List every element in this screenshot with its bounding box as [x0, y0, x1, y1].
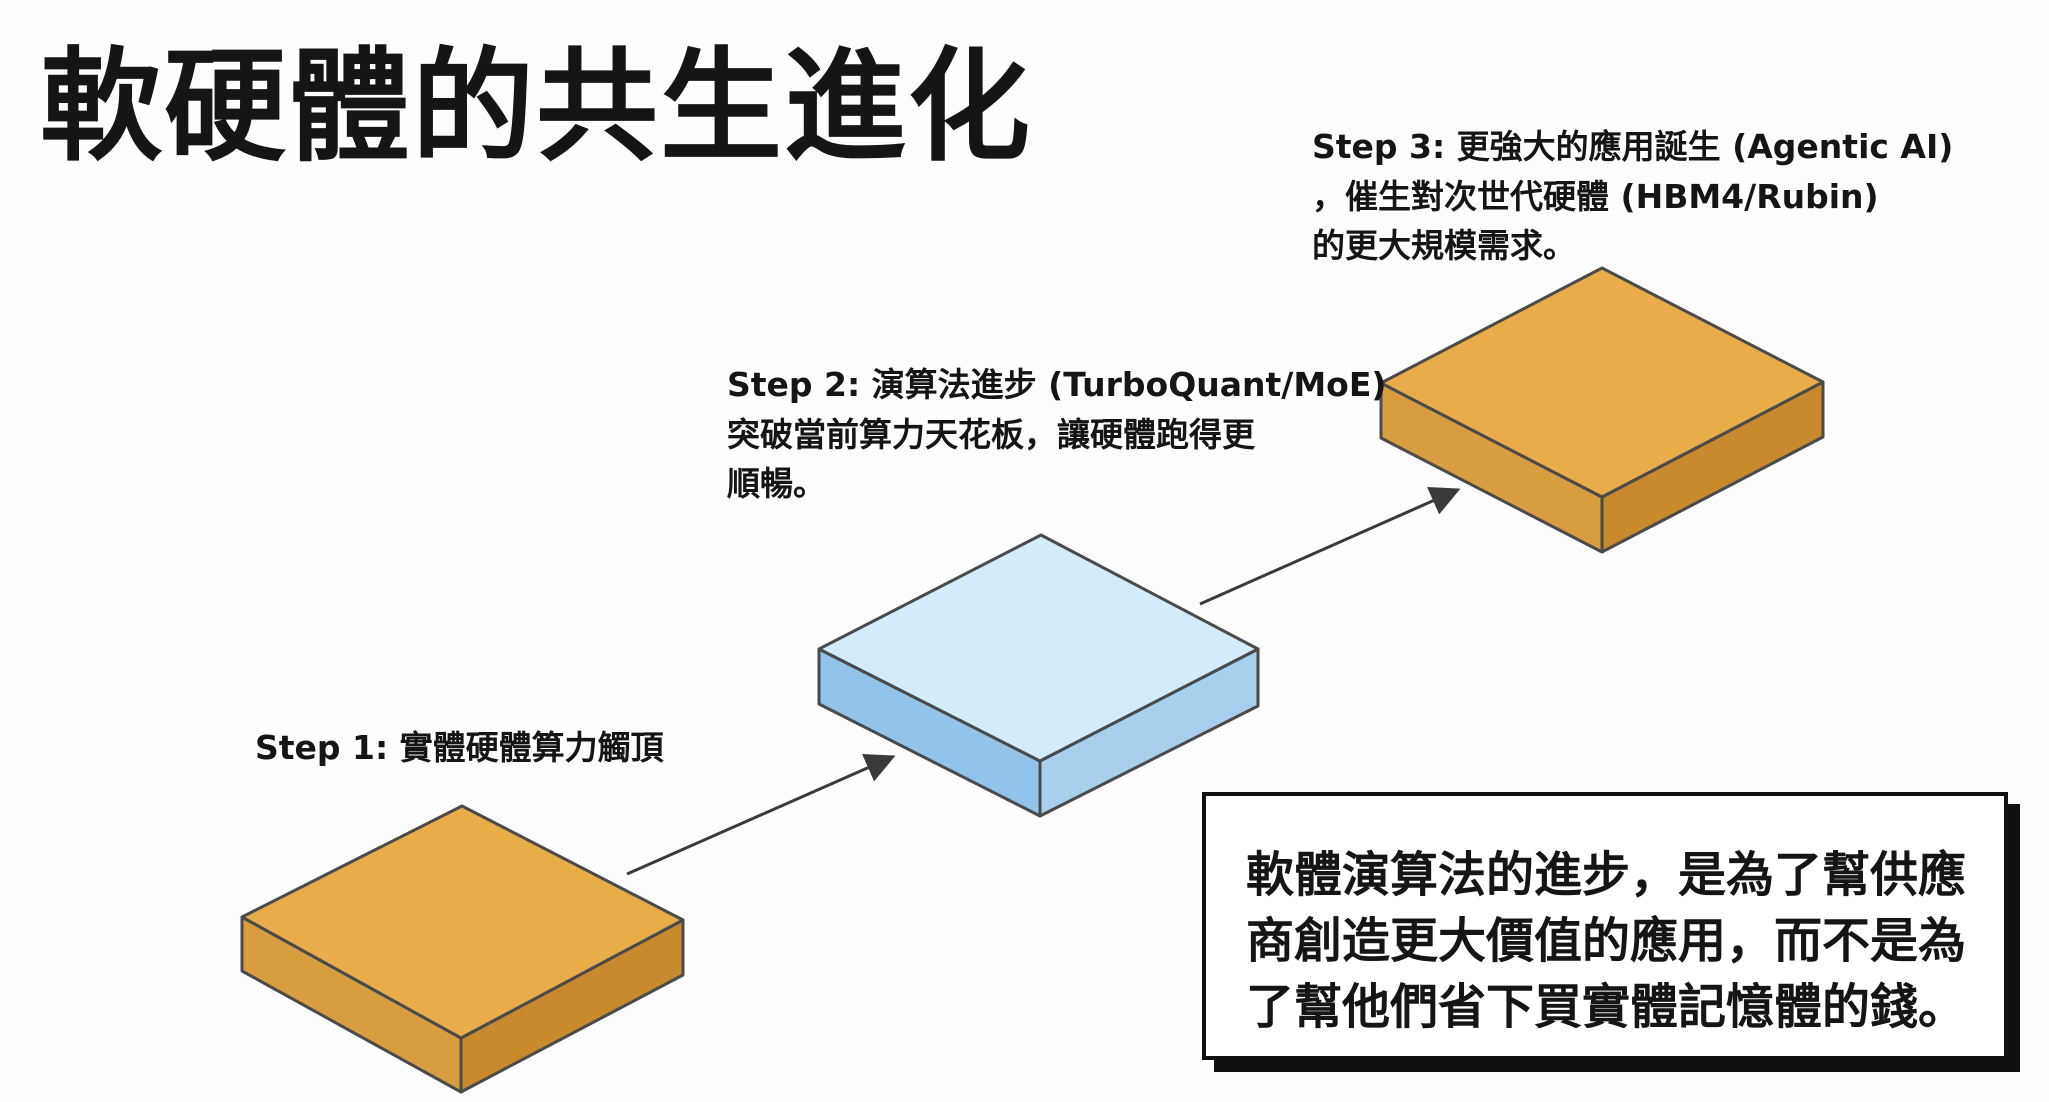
- callout-line: 軟體演算法的進步，是為了幫供應: [1246, 847, 1967, 903]
- step2-caption-line: 突破當前算力天花板，讓硬體跑得更: [727, 414, 1255, 454]
- step3-caption-line: ，催生對次世代硬體 (HBM4/Rubin): [1312, 176, 1879, 216]
- step1-block: [240, 804, 685, 1094]
- arrow-step2-to-step3: [1199, 487, 1461, 606]
- step1-caption: Step 1: 實體硬體算力觸頂: [255, 723, 664, 773]
- step2-caption: Step 2: 演算法進步 (TurboQuant/MoE) 突破當前算力天花板…: [727, 360, 1386, 509]
- arrow-step1-to-step2: [626, 753, 896, 876]
- step1-block-top-face: [240, 804, 685, 1040]
- page-title: 軟硬體的共生進化: [40, 36, 1032, 178]
- step1-caption-line: Step 1: 實體硬體算力觸頂: [255, 728, 664, 767]
- step2-caption-line: Step 2: 演算法進步 (TurboQuant/MoE): [727, 365, 1387, 404]
- step2-block: [817, 533, 1260, 818]
- conclusion-callout: 軟體演算法的進步，是為了幫供應 商創造更大價值的應用，而不是為 了幫他們省下買實…: [1202, 792, 2008, 1060]
- callout-line: 商創造更大價值的應用，而不是為: [1246, 913, 1967, 970]
- step3-block-top-face: [1379, 266, 1825, 499]
- step3-block: [1379, 266, 1825, 554]
- step3-caption-line: Step 3: 更強大的應用誕生 (Agentic AI): [1312, 127, 1954, 166]
- step2-block-top-face: [817, 533, 1260, 763]
- step3-caption-line: 的更大規模需求。: [1312, 226, 1576, 265]
- step2-caption-line: 順暢。: [727, 464, 826, 503]
- callout-line: 了幫他們省下買實體記憶體的錢。: [1246, 979, 1967, 1036]
- step3-caption: Step 3: 更強大的應用誕生 (Agentic AI) ，催生對次世代硬體 …: [1312, 122, 1953, 271]
